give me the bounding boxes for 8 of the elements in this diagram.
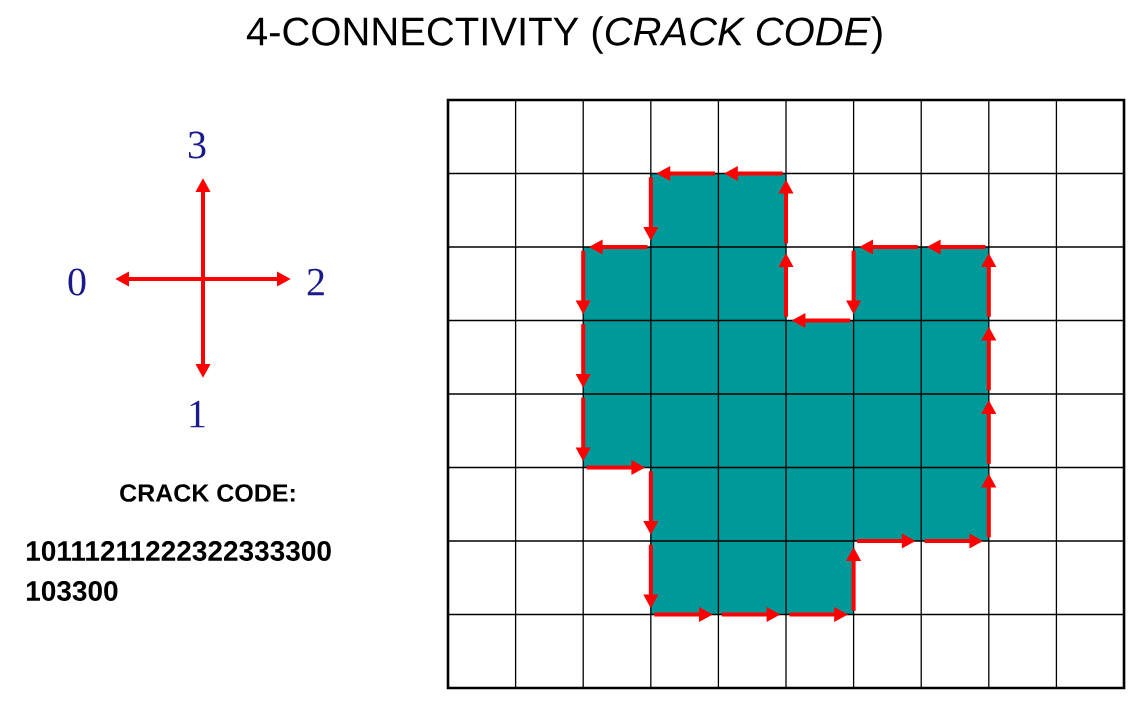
direction-number: 3 xyxy=(188,131,206,159)
direction-number: 2 xyxy=(307,268,324,296)
direction-number: 0 xyxy=(68,268,86,296)
direction-number: 1 xyxy=(190,400,205,428)
title: 4-CONNECTIVITY (CRACK CODE) xyxy=(246,16,882,54)
code-text: 103300 xyxy=(26,581,118,601)
code-text: 10111211222322333300 xyxy=(26,541,331,561)
heading: CRACK CODE: xyxy=(120,484,295,502)
